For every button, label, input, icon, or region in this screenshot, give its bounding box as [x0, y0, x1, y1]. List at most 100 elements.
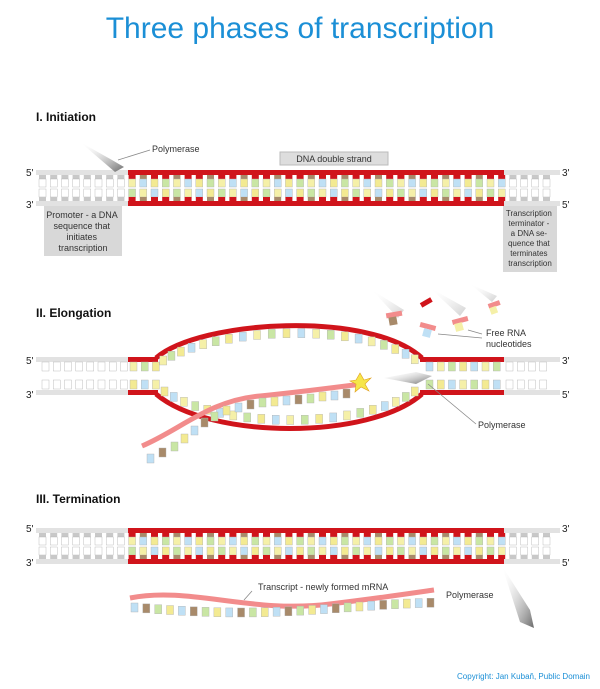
nucleotide-icon [459, 379, 467, 390]
nucleotide-icon [105, 178, 114, 188]
nucleotide-icon [391, 599, 399, 609]
nucleotide-icon [308, 605, 316, 615]
nucleotide-icon [431, 555, 438, 559]
nucleotide-icon [285, 197, 293, 201]
nucleotide-icon [419, 321, 437, 338]
nucleotide-icon [392, 397, 400, 407]
nucleotide-icon [442, 178, 450, 188]
nucleotide-icon [207, 533, 214, 537]
nucleotide-icon [437, 361, 445, 372]
nucleotide-icon [72, 555, 80, 559]
nucleotide-icon [263, 175, 270, 179]
nucleotide-icon [207, 555, 214, 559]
nucleotide-icon [218, 555, 226, 559]
nucleotide-icon [319, 555, 326, 559]
nucleotide-icon [411, 386, 419, 397]
nucleotide-icon [117, 555, 125, 559]
promoter-label-box [44, 206, 122, 256]
nucleotide-icon [419, 533, 427, 537]
nucleotide-icon [448, 379, 456, 390]
nucleotide-icon [464, 175, 472, 179]
nucleotide-icon [229, 175, 237, 179]
nucleotide-icon [169, 392, 178, 402]
nucleotide-icon [453, 536, 461, 546]
polymerase-label-elongation: Polymerase [478, 420, 526, 430]
nucleotide-icon [150, 546, 159, 556]
nucleotide-icon [151, 533, 158, 537]
nucleotide-icon [94, 546, 103, 556]
nucleotide-icon [531, 533, 539, 537]
nucleotide-icon [397, 197, 405, 201]
nucleotide-icon [251, 546, 260, 556]
nucleotide-icon [453, 188, 461, 198]
nucleotide-icon [207, 197, 214, 201]
nucleotide-icon [539, 361, 547, 372]
nucleotide-icon [218, 197, 226, 201]
nucleotide-icon [161, 178, 170, 188]
nucleotide-icon [397, 188, 405, 198]
nucleotide-icon [481, 379, 490, 390]
terminator-backbone [504, 201, 560, 206]
nucleotide-icon [262, 178, 271, 188]
nucleotide-icon [128, 197, 136, 201]
nucleotide-icon [117, 188, 125, 198]
nucleotide-icon [95, 533, 102, 537]
backbone-top [420, 357, 504, 362]
nucleotide-icon [301, 415, 309, 425]
nucleotide-icon [408, 555, 416, 559]
nucleotide-icon [120, 361, 128, 372]
nucleotide-icon [195, 546, 204, 556]
nucleotide-icon [498, 188, 506, 198]
backbone-bottom [420, 390, 504, 395]
nucleotide-icon [253, 330, 261, 340]
nucleotide-icon [190, 425, 199, 436]
nucleotide-icon [128, 533, 136, 537]
nucleotide-icon [401, 349, 410, 359]
nucleotide-icon [475, 546, 483, 556]
nucleotide-icon [464, 555, 472, 559]
nucleotide-icon [318, 391, 327, 402]
nucleotide-icon [296, 188, 304, 198]
nucleotide-icon [229, 188, 237, 198]
nucleotide-icon [173, 197, 181, 201]
nucleotide-icon [282, 395, 291, 406]
nucleotide-icon [206, 536, 215, 546]
nucleotide-icon [356, 408, 364, 418]
promoter-backbone [36, 528, 128, 533]
nucleotide-icon [486, 178, 495, 188]
nucleotide-icon [83, 197, 91, 201]
nucleotide-icon [162, 197, 170, 201]
nucleotide-icon [61, 188, 69, 198]
nucleotide-icon [408, 188, 416, 198]
nucleotide-icon [106, 175, 114, 179]
nucleotide-icon [128, 546, 136, 556]
nucleotide-icon [187, 343, 196, 353]
nucleotide-icon [319, 197, 326, 201]
nucleotide-icon [95, 555, 102, 559]
nucleotide-icon [318, 546, 327, 556]
nucleotide-icon [285, 175, 293, 179]
nucleotide-icon [139, 175, 147, 179]
nucleotide-icon [61, 197, 69, 201]
nucleotide-icon [251, 188, 260, 198]
nucleotide-icon [207, 175, 214, 179]
nucleotide-icon [83, 546, 92, 556]
nucleotide-icon [284, 606, 293, 616]
nucleotide-icon [128, 178, 136, 188]
nucleotide-icon [391, 344, 399, 354]
nucleotide-icon [285, 533, 293, 537]
nucleotide-icon [167, 351, 176, 361]
nucleotide-icon [105, 536, 114, 546]
nucleotide-icon [229, 178, 237, 188]
nucleotide-icon [234, 402, 243, 413]
free-rna-pointer [437, 333, 483, 339]
nucleotide-icon [419, 175, 427, 179]
nucleotide-icon [41, 379, 50, 390]
nucleotide-icon [184, 555, 192, 559]
nucleotide-icon [240, 197, 248, 201]
nucleotide-icon [243, 412, 251, 423]
nucleotide-icon [262, 546, 271, 556]
nucleotide-icon [83, 533, 91, 537]
nucleotide-icon [161, 536, 170, 546]
